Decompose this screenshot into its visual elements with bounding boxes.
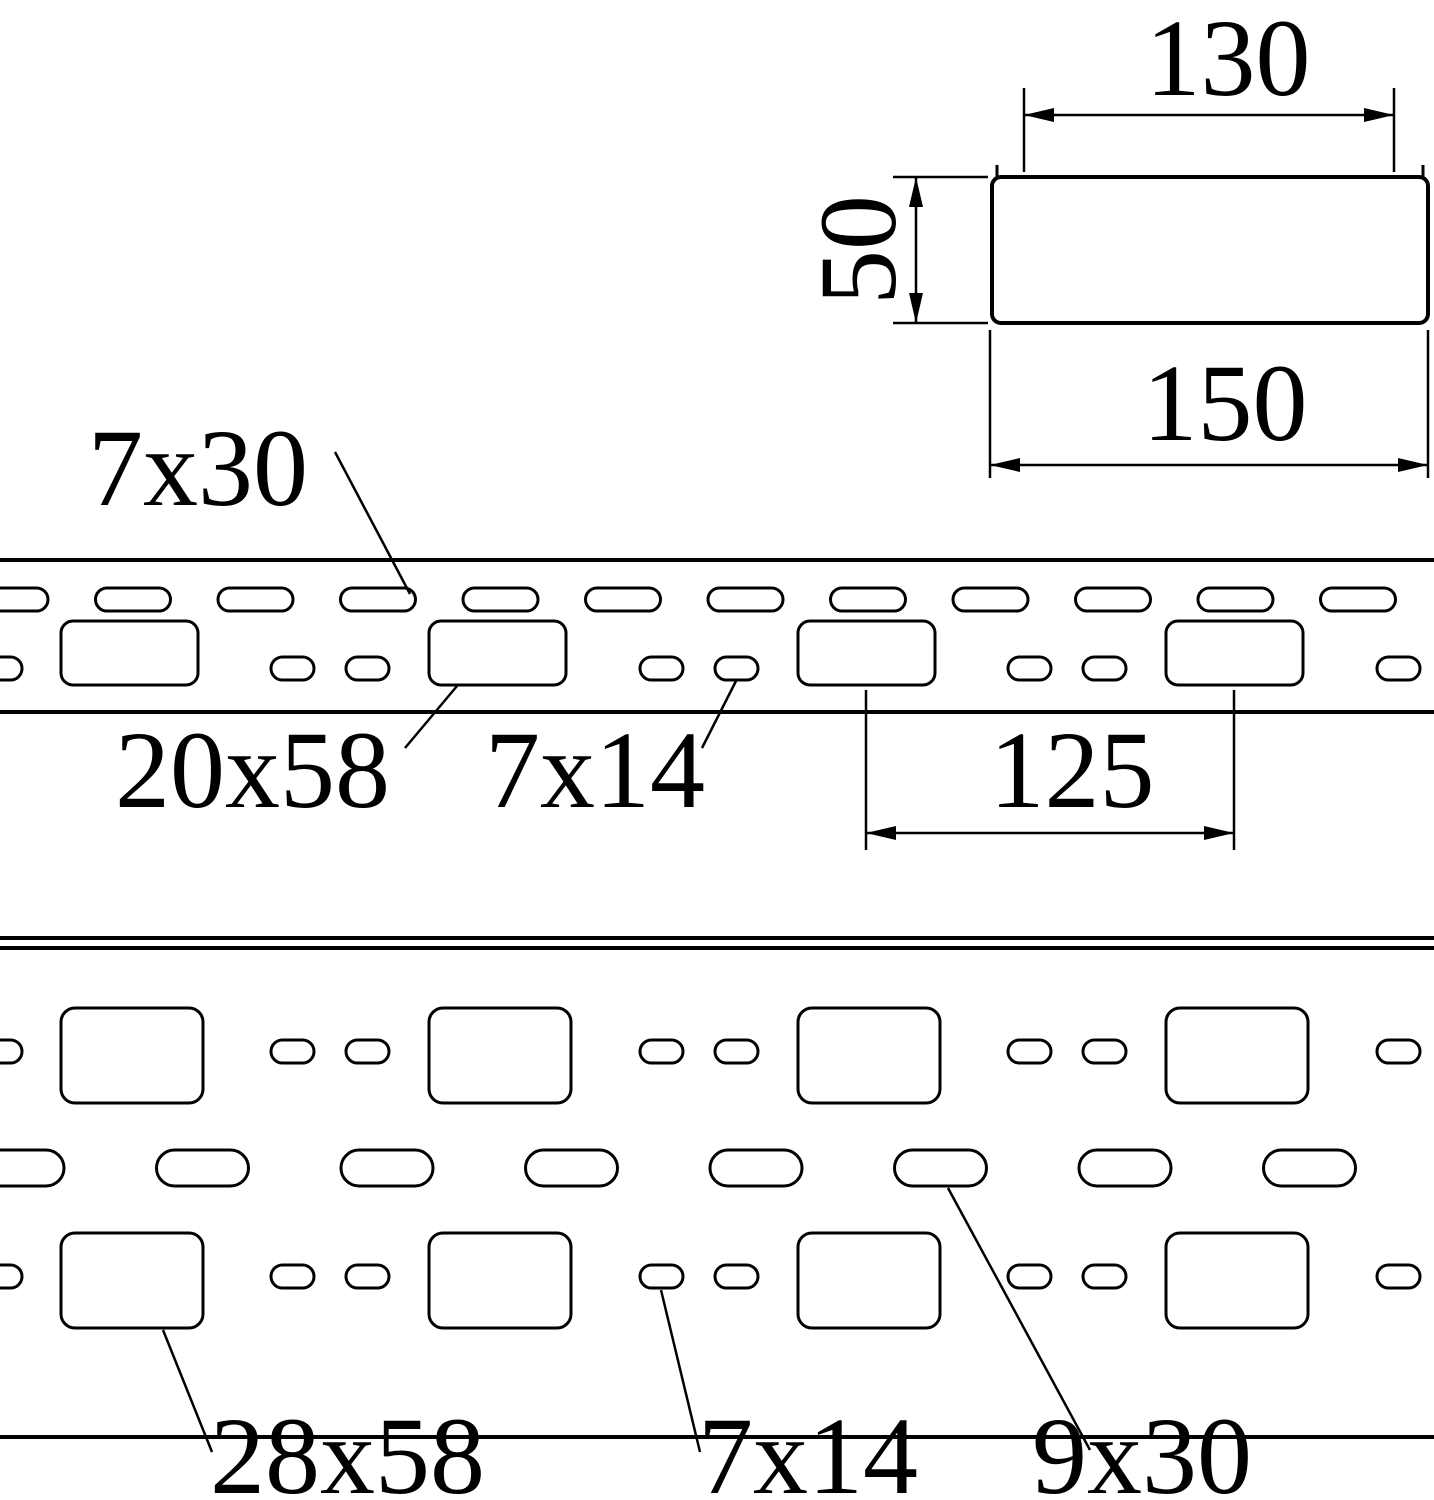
hole-20x58 (1164, 619, 1305, 687)
panel-large-hole-row2 (59, 1231, 1310, 1330)
slot-7x14 (713, 1263, 760, 1290)
bottom-panel-view: 28x58 7x14 9x30 (0, 936, 1434, 1500)
slot-9x30 (524, 1148, 619, 1188)
panel-mid-slot-row (0, 1148, 1357, 1188)
slot-7x30 (951, 586, 1030, 613)
dim-top-width: 130 (1022, 0, 1396, 172)
slot-7x30 (339, 586, 417, 613)
label-small-hole: 7x14 (698, 1395, 918, 1500)
slot-7x14 (1081, 655, 1128, 682)
slot-7x30 (1074, 586, 1152, 613)
panel-annotations: 28x58 7x14 9x30 (161, 1187, 1252, 1500)
slot-7x14 (344, 655, 391, 682)
slot-7x14 (1081, 1038, 1128, 1065)
slot-9x30 (0, 1148, 66, 1188)
hole-28x58 (1164, 1006, 1310, 1105)
dim-arrow-up (909, 177, 923, 207)
cross-section-view: 130 50 150 (797, 0, 1430, 478)
slot-7x14 (1375, 1038, 1422, 1065)
hole-28x58 (796, 1231, 942, 1330)
label-top-slot: 7x30 (88, 407, 308, 529)
hole-28x58 (427, 1006, 573, 1105)
slot-7x14 (638, 1038, 685, 1065)
slot-7x14 (638, 655, 685, 682)
slot-7x14 (1006, 1038, 1053, 1065)
slot-9x30 (708, 1148, 804, 1188)
slot-7x14 (713, 1038, 760, 1065)
slot-7x30 (461, 586, 540, 613)
slot-7x14 (713, 655, 760, 682)
slot-7x30 (94, 586, 172, 613)
slot-9x30 (339, 1148, 435, 1188)
dim-arrow-left (866, 826, 896, 840)
slot-7x14 (344, 1263, 391, 1290)
slot-7x14 (344, 1038, 391, 1065)
leader-mid-slot (946, 1187, 1092, 1451)
slot-7x14 (269, 1038, 316, 1065)
slot-7x14 (1006, 1263, 1053, 1290)
hole-28x58 (427, 1231, 573, 1330)
slot-7x14 (0, 1263, 24, 1290)
label-mid-slot: 9x30 (1032, 1395, 1252, 1500)
leader-small-hole (700, 680, 738, 749)
hole-28x58 (796, 1006, 942, 1105)
hole-20x58 (59, 619, 200, 687)
slot-9x30 (1077, 1148, 1173, 1188)
leader-large-hole (161, 1329, 214, 1453)
slot-7x14 (1375, 1263, 1422, 1290)
slot-7x14 (638, 1263, 685, 1290)
slot-9x30 (893, 1148, 988, 1188)
slot-7x14 (1375, 655, 1422, 682)
slot-7x30 (0, 586, 50, 613)
dim-arrow-down (909, 293, 923, 323)
slot-9x30 (155, 1148, 250, 1188)
slot-9x30 (1262, 1148, 1357, 1188)
slot-7x14 (269, 1263, 316, 1290)
dim-arrow-right (1204, 826, 1234, 840)
hole-20x58 (427, 619, 568, 687)
label-large-hole: 28x58 (210, 1395, 485, 1500)
slot-7x30 (706, 586, 785, 613)
slot-7x14 (0, 1038, 24, 1065)
dim-arrow-left (990, 458, 1020, 472)
label-small-hole: 7x14 (485, 709, 705, 831)
hole-20x58 (796, 619, 937, 687)
slot-7x30 (829, 586, 907, 613)
dim-arrow-right (1364, 108, 1394, 122)
dim-bottom-width: 150 (988, 330, 1430, 478)
slot-7x14 (1081, 1263, 1128, 1290)
slot-7x14 (1006, 655, 1053, 682)
panel-small-slot-row1 (0, 1038, 1422, 1065)
panel-small-slot-row2 (0, 1263, 1422, 1290)
dim-pitch-text: 125 (990, 709, 1155, 831)
rail-small-slot-row (0, 655, 1422, 682)
dim-height: 50 (797, 175, 988, 325)
label-large-hole: 20x58 (115, 709, 390, 831)
rail-annotations: 7x30 20x58 7x14 125 (88, 407, 1236, 850)
rail-large-hole-row (59, 619, 1305, 687)
rail-top-slot-row (0, 586, 1397, 613)
slot-7x30 (584, 586, 662, 613)
dim-bottom-width-text: 150 (1143, 342, 1308, 464)
panel-large-hole-row1 (59, 1006, 1310, 1105)
side-rail-view: 7x30 20x58 7x14 125 (0, 407, 1434, 850)
leader-large-hole (404, 685, 458, 749)
slot-7x30 (1196, 586, 1275, 613)
dim-height-text: 50 (797, 195, 919, 305)
slot-7x14 (0, 655, 24, 682)
dim-arrow-left (1024, 108, 1054, 122)
hole-28x58 (59, 1006, 205, 1105)
dim-top-width-text: 130 (1146, 0, 1311, 119)
leader-top-slot (333, 451, 412, 595)
slot-7x14 (269, 655, 316, 682)
leader-small-hole (659, 1289, 702, 1453)
slot-7x30 (1319, 586, 1397, 613)
hole-28x58 (59, 1231, 205, 1330)
profile-body (990, 175, 1430, 325)
dim-arrow-right (1398, 458, 1428, 472)
dim-pitch: 125 (864, 690, 1236, 850)
slot-7x30 (216, 586, 295, 613)
hole-28x58 (1164, 1231, 1310, 1330)
